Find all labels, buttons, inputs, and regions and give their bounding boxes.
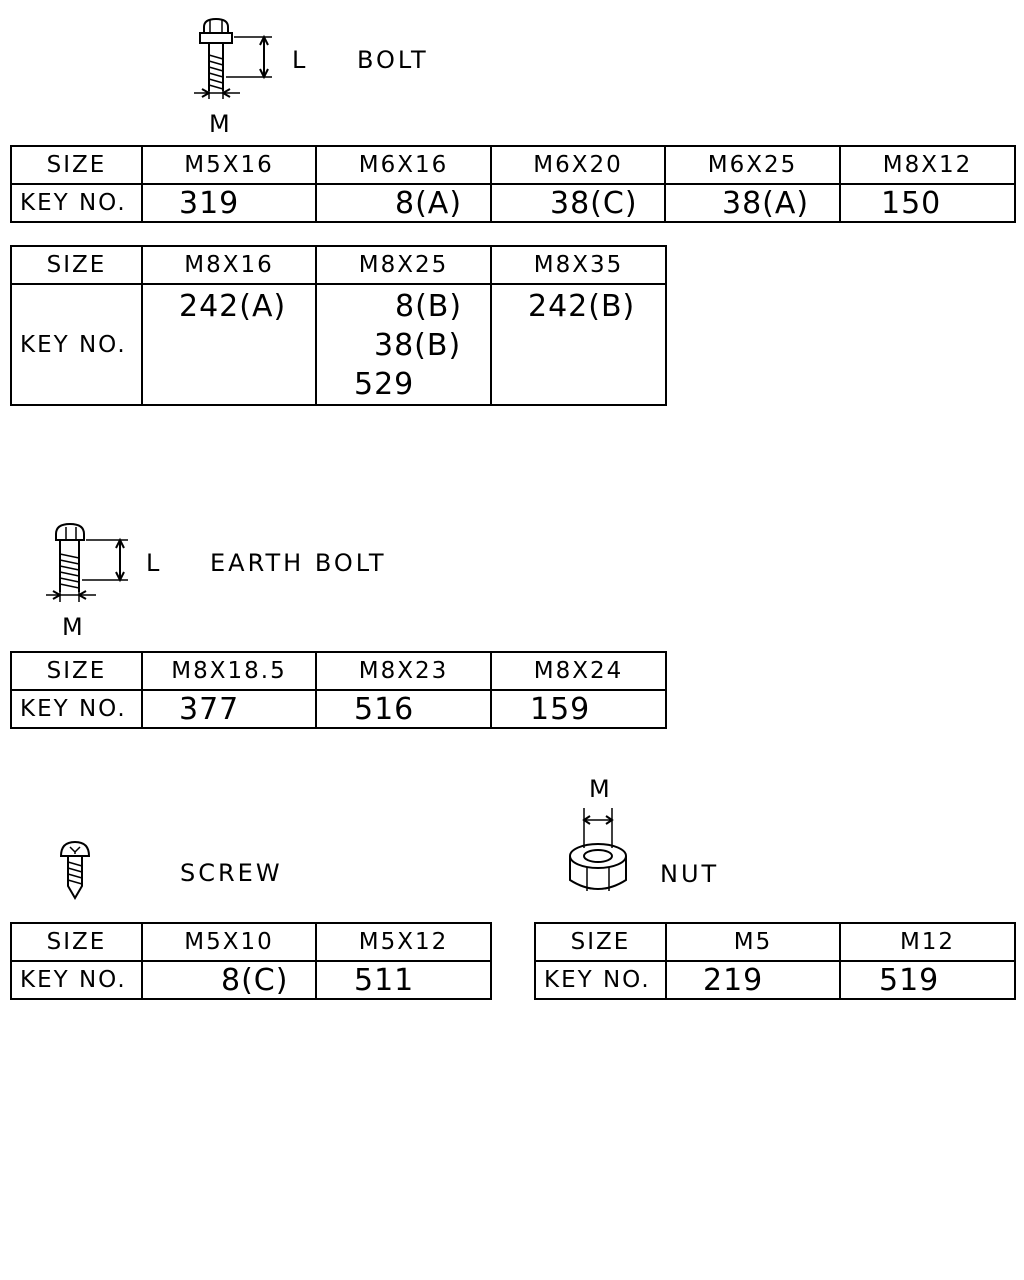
screw-size-table: SIZE M5X10 M5X12 KEY NO. 8(C) 511 — [10, 922, 492, 1000]
size-cell: M5X16 — [141, 145, 317, 185]
key-no-header: KEY NO. — [534, 960, 667, 1000]
screw-icon — [59, 840, 91, 900]
earth-bolt-size-table: SIZE M8X18.5 M8X23 M8X24 KEY NO. 377 516… — [10, 651, 667, 729]
key-no-header: KEY NO. — [10, 283, 143, 406]
table-row: KEY NO. 219 519 — [534, 960, 1016, 1000]
nut-title: NUT — [660, 860, 720, 888]
key-no-header: KEY NO. — [10, 960, 143, 1000]
key-no-cell: 219 — [665, 960, 841, 1000]
bolt-dim-m: M — [209, 110, 230, 138]
size-cell: M8X35 — [490, 245, 667, 285]
earth-bolt-title: EARTH BOLT — [210, 549, 387, 577]
table-row: SIZE M5 M12 — [534, 922, 1016, 962]
key-no-value: 38(B) — [374, 328, 462, 363]
bolt-dim-l: L — [292, 46, 309, 74]
table-row: KEY NO. 319 8(A) 38(C) 38(A) 150 — [10, 183, 1016, 223]
size-header: SIZE — [10, 651, 143, 691]
key-no-header: KEY NO. — [10, 183, 143, 223]
table-row: KEY NO. 242(A) 8(B) 38(B) 529 242(B) — [10, 283, 667, 406]
screw-title: SCREW — [180, 859, 283, 887]
earth-bolt-dim-l: L — [146, 549, 163, 577]
bolt-size-table-1: SIZE M5X16 M6X16 M6X20 M6X25 M8X12 KEY N… — [10, 145, 1016, 223]
size-cell: M6X16 — [315, 145, 492, 185]
bolt-title: BOLT — [357, 46, 429, 74]
key-no-value: 242(B) — [528, 289, 636, 324]
key-no-cell: 511 — [315, 960, 492, 1000]
size-header: SIZE — [534, 922, 667, 962]
table-row: SIZE M5X10 M5X12 — [10, 922, 492, 962]
key-no-cell: 150 — [839, 183, 1016, 223]
size-cell: M6X20 — [490, 145, 666, 185]
key-no-cell: 38(A) — [664, 183, 841, 223]
key-no-cell: 519 — [839, 960, 1016, 1000]
key-no-cell: 242(B) — [490, 283, 667, 406]
size-cell: M8X23 — [315, 651, 492, 691]
size-cell: M8X25 — [315, 245, 492, 285]
size-cell: M8X12 — [839, 145, 1016, 185]
nut-icon — [569, 808, 627, 891]
nut-size-table: SIZE M5 M12 KEY NO. 219 519 — [534, 922, 1016, 1000]
key-no-value: 529 — [354, 367, 415, 402]
key-no-cell: 8(C) — [141, 960, 317, 1000]
table-row: KEY NO. 377 516 159 — [10, 689, 667, 729]
earth-bolt-icon — [46, 522, 128, 602]
size-cell: M5X12 — [315, 922, 492, 962]
table-row: SIZE M5X16 M6X16 M6X20 M6X25 M8X12 — [10, 145, 1016, 185]
key-no-cell: 159 — [490, 689, 667, 729]
size-cell: M8X24 — [490, 651, 667, 691]
size-cell: M5 — [665, 922, 841, 962]
bolt-icon — [194, 17, 272, 99]
bolt-size-table-2: SIZE M8X16 M8X25 M8X35 KEY NO. 242(A) 8(… — [10, 245, 667, 406]
key-no-header: KEY NO. — [10, 689, 143, 729]
key-no-cell: 38(C) — [490, 183, 666, 223]
size-header: SIZE — [10, 922, 143, 962]
size-cell: M5X10 — [141, 922, 317, 962]
key-no-cell: 8(A) — [315, 183, 492, 223]
earth-bolt-dim-m: M — [62, 613, 83, 641]
size-cell: M8X18.5 — [141, 651, 317, 691]
key-no-cell: 242(A) — [141, 283, 317, 406]
key-no-value: 8(B) — [395, 289, 463, 324]
nut-dim-m: M — [589, 775, 610, 803]
key-no-cell: 516 — [315, 689, 492, 729]
size-cell: M6X25 — [664, 145, 841, 185]
key-no-cell: 8(B) 38(B) 529 — [315, 283, 492, 406]
size-header: SIZE — [10, 245, 143, 285]
table-row: SIZE M8X16 M8X25 M8X35 — [10, 245, 667, 285]
size-cell: M12 — [839, 922, 1016, 962]
size-cell: M8X16 — [141, 245, 317, 285]
key-no-value: 242(A) — [179, 289, 287, 324]
table-row: KEY NO. 8(C) 511 — [10, 960, 492, 1000]
key-no-cell: 319 — [141, 183, 317, 223]
key-no-cell: 377 — [141, 689, 317, 729]
size-header: SIZE — [10, 145, 143, 185]
table-row: SIZE M8X18.5 M8X23 M8X24 — [10, 651, 667, 691]
